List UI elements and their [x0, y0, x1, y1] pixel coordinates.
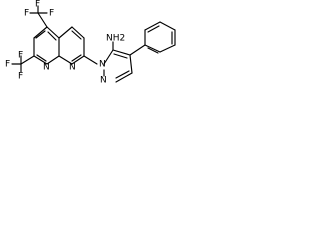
nitrogen-label: N: [100, 76, 107, 86]
bond-pyrazole-1: [103, 49, 114, 65]
bond-ring-b-1: [58, 26, 73, 39]
bond-ring-b-2-double: [71, 30, 82, 40]
bond-cf3-top-ring: [37, 12, 48, 28]
nitrogen-label: N: [69, 63, 76, 73]
bond-ring-a-4: [46, 55, 60, 65]
bond-ring-b-4-double: [71, 54, 82, 62]
fluorine-label: F: [18, 72, 23, 82]
fluorine-label: F: [35, 0, 40, 10]
bond-ring-b-2: [71, 26, 85, 39]
bond-phenyl-1-double: [147, 47, 159, 54]
bond-phenyl-link: [129, 44, 146, 56]
bond-phenyl-2: [159, 44, 176, 53]
fluorine-label: F: [49, 9, 54, 19]
bond-pyrazole-3: [129, 54, 133, 74]
atom-labels: F F F F F F N N N N NH2: [5, 0, 125, 86]
amine-label: NH2: [106, 34, 125, 44]
bond-ring-a-3-double: [36, 54, 47, 62]
bond-ring-a-1-double: [35, 30, 46, 39]
bond-ring-a-1: [33, 26, 48, 39]
bond-ring-b-5: [58, 55, 73, 65]
nitrogen-label: N: [43, 63, 50, 73]
bond-cf3-bottom-ring: [20, 55, 35, 65]
nitrogen-label: N: [99, 60, 106, 70]
bond-ring-b-4: [71, 55, 85, 65]
bond-phenyl-5: [144, 21, 161, 31]
chemical-structure-diagram: F F F F F F N N N N NH2: [5, 0, 176, 86]
fluorine-label: F: [24, 9, 29, 19]
bond-ring-a-6-double: [47, 31, 57, 41]
bond-pyrazole-2-double: [113, 53, 128, 59]
bond-pyrazole-2: [112, 49, 131, 56]
bond-phenyl-4: [159, 21, 176, 31]
bond-ring-to-pyrazole: [83, 55, 98, 65]
bond-ring-a-6: [46, 26, 60, 39]
bond-ring-a-3: [33, 55, 48, 65]
fluorine-label: F: [5, 60, 10, 70]
fluorine-label: F: [18, 51, 23, 61]
bond-pyrazole-4-double: [115, 70, 130, 79]
bond-phenyl-1: [144, 44, 161, 53]
bonds: [11, 5, 176, 83]
bond-phenyl-5-double: [147, 25, 160, 33]
bond-pyrazole-4: [115, 72, 133, 83]
